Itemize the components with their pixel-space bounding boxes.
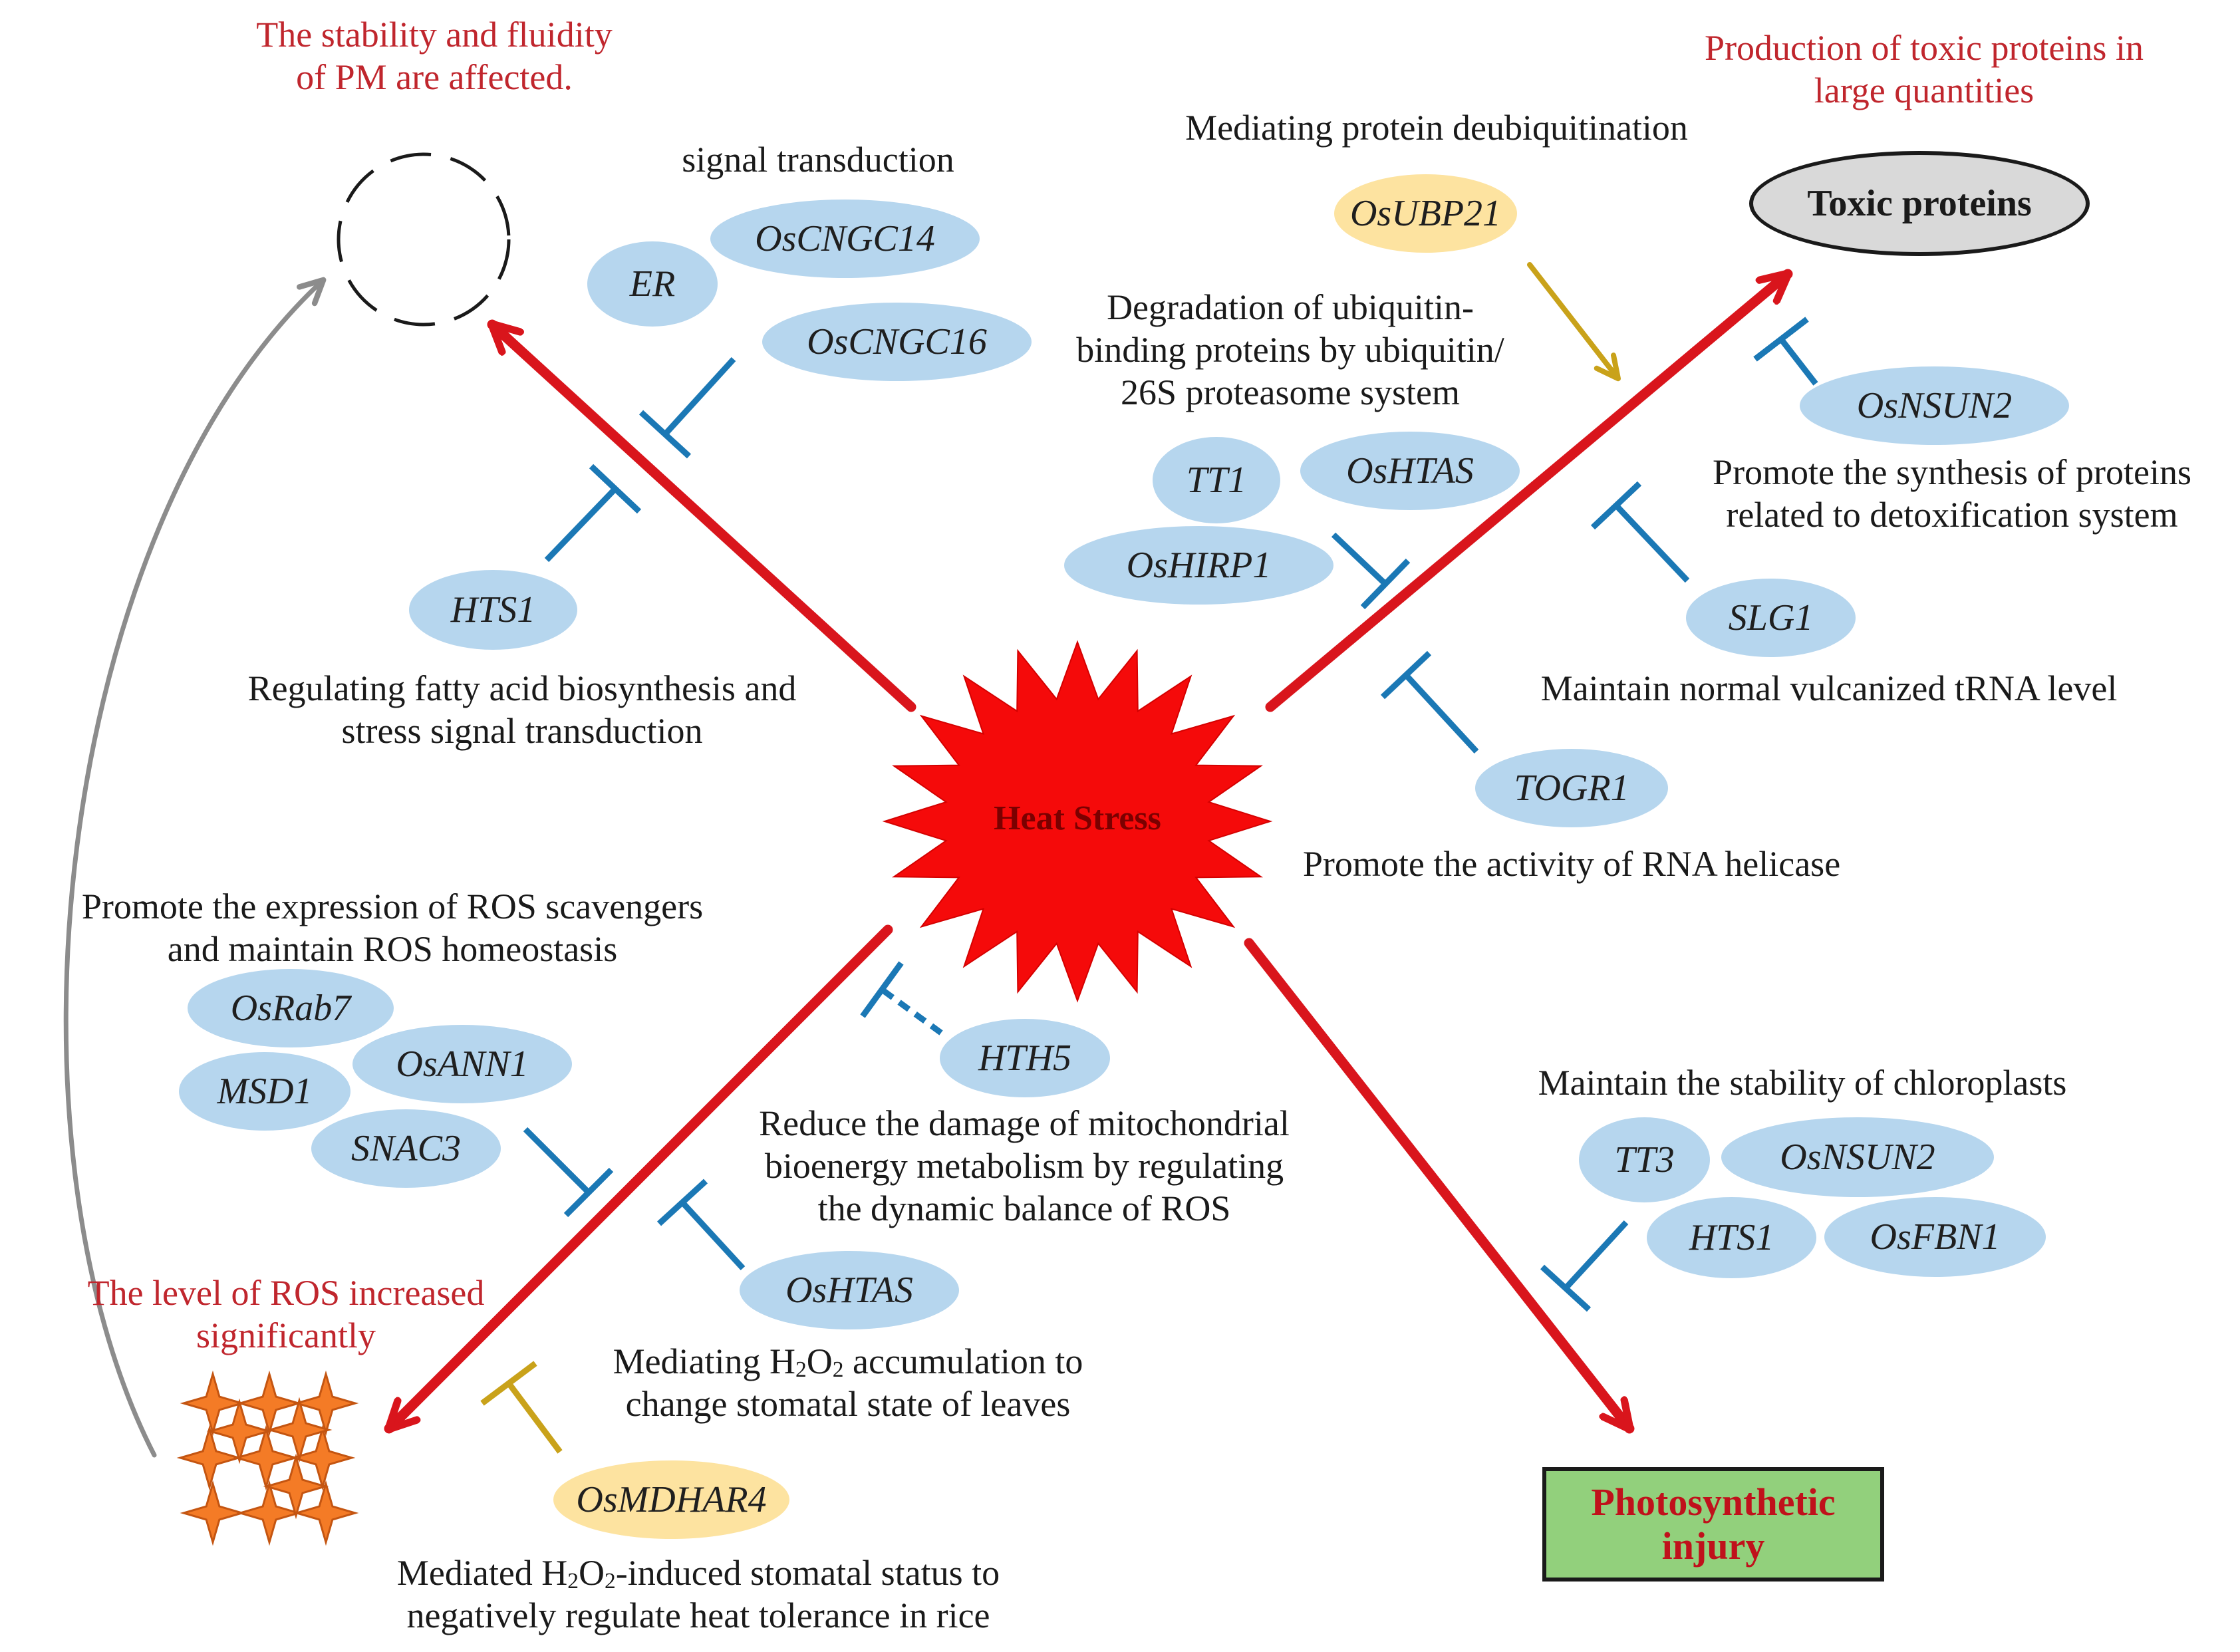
oshtas-ros-inhibition	[656, 1178, 746, 1271]
togr1-inhibition	[1380, 650, 1479, 754]
gene-tt1: TT1	[1153, 437, 1280, 523]
ros-star-icon	[293, 1480, 359, 1546]
gene-oshirp1: OsHIRP1	[1064, 526, 1333, 605]
chloroplast-caption: Maintain the stability of chloroplasts	[1538, 1063, 2067, 1103]
gene-osrab7: OsRab7	[188, 969, 394, 1047]
gene-osmdhar4: OsMDHAR4	[553, 1460, 789, 1539]
gene-hth5: HTH5	[940, 1019, 1110, 1097]
detox-caption: Promote the synthesis of proteins relate…	[1669, 451, 2235, 536]
gene-oscngc16: OsCNGC16	[762, 303, 1032, 381]
signal-transduction-caption: signal transduction	[682, 140, 954, 180]
heat-stress-label: Heat Stress	[951, 791, 1204, 845]
h2o2-stomatal-line2: negatively regulate heat tolerance in ri…	[406, 1595, 990, 1635]
arrow-to-ros	[384, 924, 893, 1434]
chloroplast-inhibition	[1540, 1220, 1629, 1312]
mitochondrial-line3: the dynamic balance of ROS	[817, 1188, 1231, 1228]
rna-helicase-caption: Promote the activity of RNA helicase	[1302, 844, 1841, 884]
osnsun2-toxic-inhibition	[1753, 317, 1818, 386]
gene-osnsun2-detox: OsNSUN2	[1800, 366, 2069, 445]
gene-tt3: TT3	[1579, 1117, 1710, 1202]
ros-star-icon	[266, 1397, 333, 1463]
hts1-inhibition	[544, 464, 642, 563]
mitochondrial-line1: Reduce the damage of mitochondrial	[759, 1103, 1290, 1143]
ubiquitin-line2: binding proteins by ubiquitin/	[1076, 330, 1504, 370]
gene-hts1-fatty-acid: HTS1	[409, 570, 577, 650]
fatty-acid-caption: Regulating fatty acid biosynthesis and s…	[200, 667, 845, 752]
h2o2-accumulation-line1: Mediating H2O2 accumulation to	[613, 1341, 1083, 1383]
ubiquitin-caption: Degradation of ubiquitin- binding protei…	[1024, 286, 1556, 414]
ros-stars-icon	[176, 1370, 359, 1546]
h2o2-stomatal-line1: Mediated H2O2-induced stomatal status to	[396, 1553, 1000, 1594]
fatty-acid-line1: Regulating fatty acid biosynthesis and	[247, 668, 797, 708]
osubp21-arrow	[1527, 262, 1621, 382]
photosynthetic-injury-node: Photosynthetic injury	[1542, 1467, 1884, 1582]
ros-star-icon	[263, 1453, 329, 1520]
trna-caption: Maintain normal vulcanized tRNA level	[1540, 668, 2118, 708]
ros-outcome-caption: The level of ROS increased significantly	[53, 1272, 519, 1357]
hth5-dashed-inhibition	[860, 961, 943, 1035]
membrane-outcome-caption: The stability and fluidity of PM are aff…	[208, 13, 660, 98]
tt1-group-inhibition	[1331, 532, 1411, 610]
toxic-proteins-label: Toxic proteins	[1807, 183, 2032, 224]
photosynthetic-injury-line1: Photosynthetic	[1591, 1480, 1836, 1524]
gene-hts1-chloroplast: HTS1	[1647, 1197, 1816, 1278]
ubiquitin-line3: 26S proteasome system	[1121, 372, 1460, 412]
gene-osann1: OsANN1	[352, 1025, 572, 1103]
membrane-caption-line2: of PM are affected.	[296, 57, 573, 97]
gene-oshtas-ros: OsHTAS	[740, 1251, 959, 1329]
toxic-outcome-caption: Production of toxic proteins in large qu…	[1641, 27, 2207, 112]
heat-stress-text: Heat Stress	[994, 799, 1161, 837]
ros-star-icon	[236, 1370, 303, 1437]
gene-osubp21: OsUBP21	[1334, 174, 1517, 253]
fatty-acid-line2: stress signal transduction	[341, 711, 703, 751]
ros-star-icon	[236, 1480, 303, 1546]
mitochondrial-caption: Reduce the damage of mitochondrial bioen…	[705, 1102, 1343, 1230]
heat-stress-burst	[882, 640, 1273, 1003]
ubiquitin-line1: Degradation of ubiquitin-	[1107, 287, 1474, 327]
ros-scavengers-caption: Promote the expression of ROS scavengers…	[47, 885, 738, 970]
gene-osnsun2-chloroplast: OsNSUN2	[1721, 1117, 1994, 1197]
detox-line2: related to detoxification system	[1726, 495, 2178, 535]
mitochondrial-line2: bioenergy metabolism by regulating	[764, 1146, 1284, 1186]
gene-msd1: MSD1	[179, 1052, 350, 1131]
ros-star-icon	[180, 1480, 246, 1546]
gene-er: ER	[587, 241, 718, 327]
ros-scavengers-line1: Promote the expression of ROS scavengers	[81, 887, 704, 926]
toxic-proteins-node: Toxic proteins	[1749, 151, 2090, 256]
arrow-to-photosynthesis	[1244, 938, 1635, 1434]
detox-line1: Promote the synthesis of proteins	[1713, 452, 2191, 492]
gene-slg1: SLG1	[1686, 579, 1856, 657]
h2o2-accumulation-caption: Mediating H2O2 accumulation to change st…	[565, 1340, 1131, 1425]
membrane-caption-line1: The stability and fluidity	[256, 15, 613, 55]
toxic-caption-line2: large quantities	[1814, 70, 2034, 110]
deubiquitination-caption: Mediating protein deubiquitination	[1185, 108, 1688, 148]
ros-scavengers-line2: and maintain ROS homeostasis	[167, 929, 618, 969]
ros-feedback-arrow	[63, 277, 327, 1458]
ros-caption-line1: The level of ROS increased	[87, 1273, 485, 1313]
arrow-to-membrane	[487, 319, 916, 712]
ros-scavenger-inhibition	[523, 1127, 614, 1218]
osmdhar4-inhibition	[480, 1361, 563, 1454]
gene-oscngc14: OsCNGC14	[710, 200, 980, 278]
plasma-membrane-icon	[337, 152, 511, 327]
h2o2-accumulation-line2: change stomatal state of leaves	[625, 1384, 1071, 1424]
ros-star-icon	[293, 1370, 359, 1437]
photosynthetic-injury-line2: injury	[1661, 1524, 1765, 1568]
ros-star-icon	[206, 1398, 273, 1464]
arrow-to-toxic-proteins	[1265, 269, 1793, 712]
cngc-inhibition	[638, 356, 736, 459]
toxic-caption-line1: Production of toxic proteins in	[1705, 28, 2144, 68]
ros-caption-line2: significantly	[196, 1315, 376, 1355]
gene-snac3: SNAC3	[311, 1109, 501, 1188]
h2o2-stomatal-caption: Mediated H2O2-induced stomatal status to…	[333, 1552, 1064, 1637]
gene-oshtas-ubiquitin: OsHTAS	[1300, 432, 1520, 510]
gene-togr1: TOGR1	[1475, 749, 1668, 827]
slg1-inhibition	[1590, 481, 1690, 583]
gene-osfbn1: OsFBN1	[1824, 1197, 2046, 1277]
ros-star-icon	[176, 1425, 243, 1491]
